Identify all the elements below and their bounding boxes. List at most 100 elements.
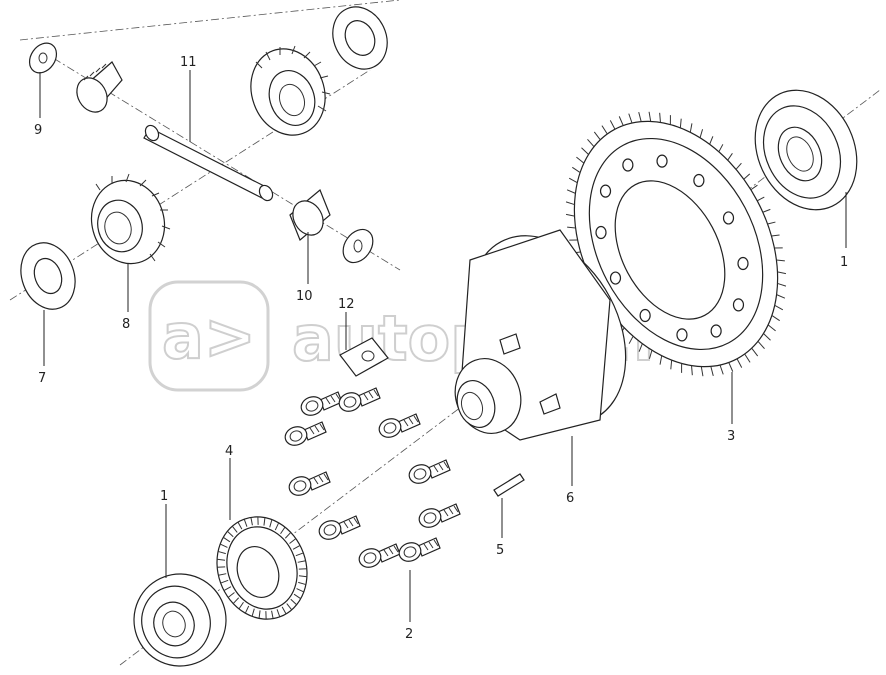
ring-gear-tooth [777,271,787,275]
sensor-ring-tooth [276,609,281,618]
sensor-ring-tooth [258,610,261,619]
sensor-ring-tooth [281,606,287,615]
ring-gear-hole [722,211,735,225]
ring-gear-tooth [679,118,682,128]
ring-gear-tooth [767,221,776,225]
ring-gear-tooth [728,362,734,372]
sensor-ring-tooth [219,543,228,548]
sensor-ring-tooth [227,530,234,538]
callout-pinion-washer-top: 9 [34,123,42,138]
ring-gear-tooth [743,173,751,180]
ring-gear-tooth [638,343,643,352]
sensor-ring-tooth [217,550,226,555]
sensor-ring-tooth [298,581,307,586]
sensor-ring-tooth [289,538,297,544]
bolt [418,503,461,528]
ring-gear-tooth [565,213,575,217]
ring-gear-tooth [568,177,578,184]
bearing-right [754,89,858,248]
bolt [338,387,381,412]
ring-gear-hole [639,308,651,323]
ring-gear-tooth [763,333,771,341]
watermark-logo-box [148,280,270,392]
bearing-left [133,504,227,667]
ring-gear-tooth [767,324,776,332]
ring-gear-tooth [659,355,663,365]
ring-gear-tooth [762,208,771,213]
callout-pin: 5 [496,543,504,558]
ring-gear-tooth [659,112,661,123]
sensor-ring-tooth [223,586,232,591]
ring-gear-tooth [771,234,780,237]
pinion-washer-top [28,42,58,118]
bolt [398,537,441,562]
ring-gear-tooth [593,131,601,141]
bolt [408,459,451,484]
bolt [284,421,327,446]
sensor-ring-tooth [292,545,301,550]
pinion-gear-top [76,61,123,113]
ring-gear-hole [595,225,607,240]
thrust-washer-left [20,242,76,366]
ring-gear-tooth [736,358,743,368]
sensor-ring-tooth [280,526,286,535]
callout-bearing-left: 1 [160,489,168,504]
callout-thrust-washer-left: 7 [38,371,46,386]
ring-gear-tooth [744,353,751,363]
ring-gear-hole [609,271,622,285]
sensor-ring-tooth [284,532,292,539]
sensor-ring-tooth [298,575,307,578]
pinion-washer-bottom [307,228,374,284]
sensor-ring-tooth [297,560,306,563]
ring-gear-hole [676,328,688,342]
ring-gear-tooth [719,364,724,375]
lock-plate [339,312,389,377]
ring-gear-tooth [609,120,616,130]
ring-gear-tooth [777,282,787,287]
pinion-gear-bottom [289,189,331,241]
ring-gear-tooth [566,189,576,194]
ring-gear [565,111,787,424]
ring-gear-tooth [776,259,785,262]
bolt [300,391,343,416]
ring-gear-tooth [618,116,624,126]
ring-gear-tooth [648,111,652,122]
callout-side-gear-left: 8 [122,317,130,332]
ring-gear-tooth [691,365,693,376]
ring-gear-tooth [700,366,704,377]
ring-gear-tooth [572,166,581,173]
ring-gear-tooth [689,123,693,133]
callout-ring-gear: 3 [727,429,735,444]
ring-gear-tooth [565,201,575,206]
ring-gear-hole [732,298,745,312]
callout-lock-plate: 12 [338,297,355,312]
sensor-ring-tooth [243,518,248,527]
bolt [288,471,331,496]
callout-pinion-shaft: 11 [180,55,197,70]
sensor-ring-tooth [218,573,227,576]
ring-gear-tooth [601,125,608,135]
sensor-ring-tooth [263,517,266,526]
ring-gear-hole [656,154,668,168]
sensor-ring-tooth [250,517,253,526]
sensor-ring-tooth [271,610,274,619]
sensor-ring-tooth [231,525,238,533]
ring-gear-tooth [751,347,759,357]
callout-labels: 1 1 2 3 4 5 6 7 8 9 10 11 12 [34,55,848,642]
watermark-logo-text: a> [162,300,256,373]
sensor-ring [216,458,308,620]
callout-bolts: 2 [405,627,413,642]
sensor-ring-tooth [227,592,235,598]
ring-gear-tooth [735,162,742,170]
sensor-ring-tooth [290,598,297,606]
sensor-ring-tooth [286,603,293,611]
ring-gear-tooth [638,111,642,122]
ring-gear-hole [710,324,722,338]
diff-case [454,229,627,486]
callout-diff-case: 6 [566,491,574,506]
ring-gear-tooth [628,113,633,124]
bolt [358,543,401,568]
sensor-ring-tooth [295,552,304,557]
ring-gear-hole [693,173,705,188]
